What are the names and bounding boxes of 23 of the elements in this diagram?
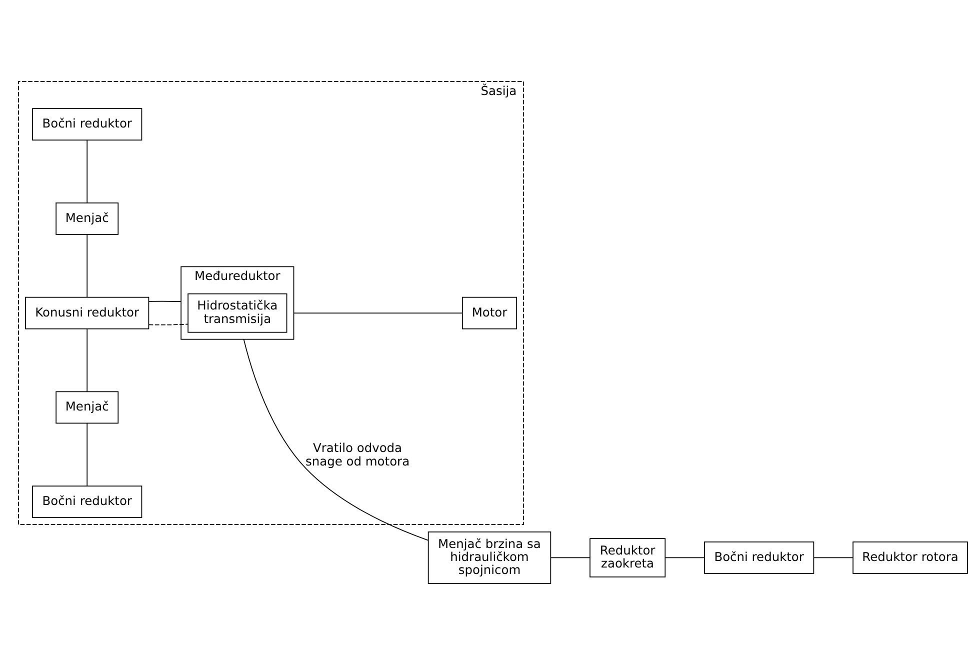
node-box: Reduktor zaokreta	[590, 538, 666, 577]
node-box: Konusni reduktor	[25, 296, 150, 329]
connector	[86, 139, 88, 203]
edge-label: Vratilo odvoda snage od motora	[306, 440, 410, 468]
connector	[813, 556, 854, 558]
node-box: Bočni reduktor	[32, 485, 142, 518]
node-box: Reduktor rotora	[852, 541, 968, 574]
connector	[664, 556, 705, 558]
connector	[86, 234, 88, 298]
node-box: Bočni reduktor	[32, 108, 142, 140]
node-box: Menjač	[56, 202, 119, 234]
node-box: Bočni reduktor	[704, 541, 814, 574]
connector	[293, 312, 463, 313]
connector	[550, 556, 590, 558]
connector	[243, 338, 429, 540]
node-box: Hidrostatička transmisija	[188, 292, 288, 332]
connector	[148, 300, 182, 302]
connector	[86, 422, 88, 486]
node-box: Motor	[462, 296, 518, 329]
connector	[86, 328, 88, 392]
node-box: Menjač brzina sa hidrauličkom spojnicom	[428, 531, 552, 584]
node-box: Menjač	[56, 390, 119, 424]
connector	[148, 323, 188, 325]
